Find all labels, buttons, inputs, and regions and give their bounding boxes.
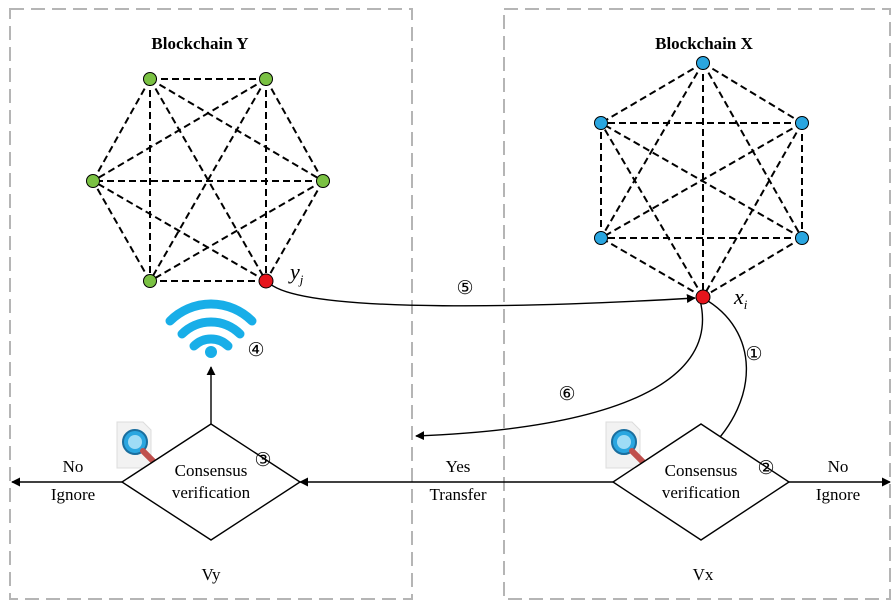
magnifier-document-icon: [605, 421, 652, 471]
diamond-y-line1: Consensus: [175, 461, 248, 480]
blockchain-x-edge: [702, 62, 803, 124]
left-no-label: No: [63, 457, 84, 476]
node-y-top-right: [259, 72, 273, 86]
step-1-marker: ①: [745, 344, 762, 365]
left-ignore-label: Ignore: [51, 485, 95, 504]
diamond-x-line1: Consensus: [665, 461, 738, 480]
step-2-marker: ②: [757, 458, 774, 479]
node-yj-label: yj: [288, 259, 304, 287]
diamond-y-line2: verification: [172, 483, 251, 502]
blockchain-y-edge: [265, 180, 324, 282]
blockchain-y-edge: [92, 180, 267, 282]
validator-vx-label: Vx: [693, 565, 714, 584]
blockchain-y-edge: [92, 78, 267, 182]
blockchain-x-edges: [600, 62, 803, 298]
blockchain-x-edge: [600, 122, 803, 239]
validator-vy-label: Vy: [202, 565, 221, 584]
node-y-right: [316, 174, 330, 188]
right-no-label: No: [828, 457, 849, 476]
arrow-step1: [702, 297, 748, 451]
blockchain-x-edge: [600, 62, 704, 239]
blockchain-y-panel: [9, 8, 413, 600]
node-x-lower-left: [594, 231, 608, 245]
arrow-step6: [415, 299, 704, 441]
blockchain-x-edge: [600, 62, 704, 124]
blockchain-y-title: Blockchain Y: [151, 34, 248, 53]
blockchain-y-edge: [92, 180, 151, 282]
yes-label: Yes: [446, 457, 471, 476]
right-ignore-label: Ignore: [816, 485, 860, 504]
node-x-upper-right: [795, 116, 809, 130]
blockchain-y-edge: [265, 78, 324, 182]
consensus-verification-x: [611, 423, 791, 541]
consensus-verification-y: [120, 423, 302, 541]
blockchain-x-edge: [600, 237, 704, 298]
node-x-top: [696, 56, 710, 70]
blockchain-y-edges: [92, 78, 324, 282]
node-x-lower-right: [795, 231, 809, 245]
arrow-step5: [267, 281, 696, 307]
step-6-marker: ⑥: [558, 384, 575, 405]
node-yj: [258, 273, 274, 289]
blockchain-x-edge: [702, 237, 803, 298]
transfer-label: Transfer: [430, 485, 487, 504]
blockchain-x-edge: [600, 122, 704, 298]
node-x-upper-left: [594, 116, 608, 130]
step-3-marker: ③: [254, 450, 271, 471]
blockchain-x-panel: [503, 8, 891, 600]
node-y-left: [86, 174, 100, 188]
diamond-x-line2: verification: [662, 483, 741, 502]
blockchain-y-edge: [149, 180, 324, 282]
wifi-icon: [165, 299, 257, 358]
blockchain-x-title: Blockchain X: [655, 34, 753, 53]
node-y-top-left: [143, 72, 157, 86]
blockchain-y-edge: [92, 78, 151, 182]
step-5-marker: ⑤: [456, 278, 473, 299]
step-4-marker: ④: [247, 340, 264, 361]
node-xi: [695, 289, 711, 305]
magnifier-document-icon: [116, 421, 163, 471]
node-xi-label: xi: [733, 284, 748, 312]
node-y-bottom-left: [143, 274, 157, 288]
